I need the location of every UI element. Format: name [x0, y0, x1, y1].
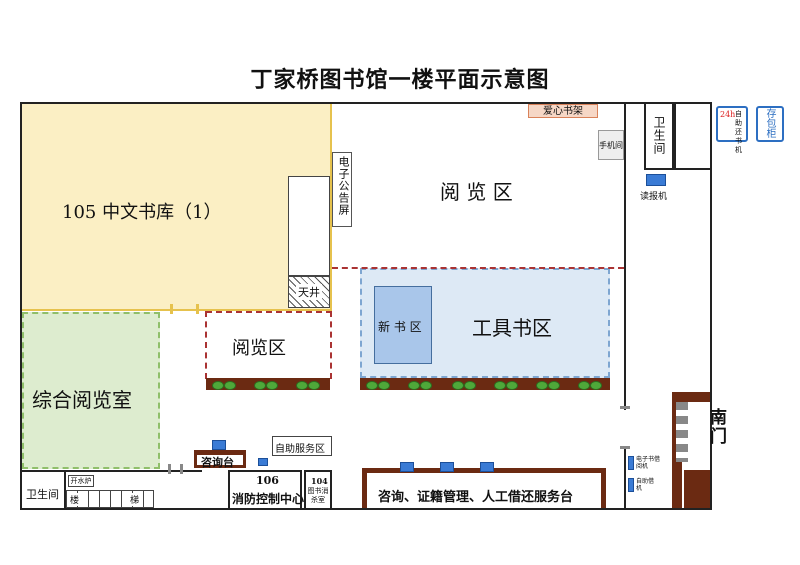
e-board [332, 152, 352, 227]
label-return-24h-tag: 24h [720, 110, 736, 119]
corridor-marker [620, 446, 630, 449]
gate-turnstiles [676, 402, 688, 462]
south-gate-door [684, 470, 710, 508]
label-reading-room: 综合阅览室 [32, 388, 132, 412]
restroom-divider [674, 104, 676, 170]
locker-box [756, 106, 784, 142]
boundary-small-reading-left [205, 311, 207, 379]
room-reading [22, 312, 160, 469]
e-book-machine-icon [628, 456, 634, 470]
stairs [66, 490, 154, 508]
self-service-monitor-icon [258, 458, 268, 466]
label-self-checkout: 自助借机 [636, 478, 655, 492]
label-self-service: 自助服务区 [275, 444, 325, 455]
service-monitor-icon [480, 462, 494, 472]
corridor-wall-lower [624, 448, 626, 508]
door-marker [196, 304, 199, 314]
label-restroom-left: 卫生间 [26, 488, 59, 501]
label-reading-area-small: 阅览区 [232, 338, 286, 359]
charity-shelf: 爱心书架 [528, 104, 598, 118]
label-return-24h: 自助还书机 [735, 110, 742, 154]
room-104 [304, 470, 332, 508]
label-e-board: 电子公告屏 [337, 156, 350, 216]
inquiry-desk [194, 450, 246, 468]
label-fire-control: 消防控制中心 [232, 492, 305, 506]
restroom-floor [674, 168, 710, 170]
restroom-left-divider [64, 470, 66, 510]
boundary-small-reading-right [330, 311, 332, 379]
label-atrium: 天井 [296, 284, 322, 300]
right-partition [624, 104, 626, 410]
inner-wall-bottom-left [22, 470, 202, 472]
corridor-marker [620, 406, 630, 409]
floor-plan-title: 丁家桥图书馆一楼平面示意图 [250, 67, 550, 93]
outer-wall-right [710, 102, 712, 510]
label-inquiry-desk: 咨询台 [201, 456, 234, 469]
service-monitor-icon [400, 462, 414, 472]
label-newspaper: 读报机 [640, 192, 668, 202]
label-chinese-stacks: 105 中文书库（1） [62, 202, 222, 223]
room-fire-control [228, 470, 302, 508]
outer-wall-top [20, 102, 712, 104]
corridor-marker [168, 464, 171, 474]
atrium-column [288, 176, 330, 276]
label-phone-room: 手机间 [599, 141, 623, 150]
newspaper-machine-icon [646, 174, 666, 186]
label-room-104-name: 图书消杀室 [307, 487, 329, 504]
phone-room [598, 130, 624, 160]
label-tools-area: 工具书区 [472, 316, 552, 340]
water-boiler: 开水炉 [68, 475, 94, 487]
room-new-books [374, 286, 432, 364]
label-e-book-machine: 电子书借阅机 [636, 456, 661, 470]
service-monitor-icon [440, 462, 454, 472]
room-chinese-stacks [22, 104, 332, 311]
planter-tools-area [360, 378, 610, 390]
inquiry-monitor-icon [212, 440, 226, 450]
boundary-small-reading-top [206, 311, 332, 313]
label-locker: 存包柜 [764, 108, 775, 138]
self-checkout-icon [628, 478, 634, 492]
label-fire-control-no: 106 [256, 474, 279, 487]
label-south-gate: 南门 [706, 408, 726, 446]
label-stairs-a: 楼 [70, 493, 80, 506]
planter-small-reading [206, 378, 330, 390]
label-restroom-right: 卫生间 [652, 116, 666, 155]
label-reading-area-big: 阅 览 区 [440, 180, 513, 204]
restroom-right [644, 104, 674, 170]
label-new-books: 新 书 区 [378, 320, 422, 334]
label-stairs-b: 梯 [130, 493, 140, 506]
self-service-area [272, 436, 332, 456]
door-marker [170, 304, 173, 314]
outer-wall-left [20, 102, 22, 510]
label-service-desk: 咨询、证籍管理、人工借还服务台 [378, 490, 574, 505]
boundary-tools-top [332, 267, 624, 269]
outer-wall-bottom [20, 508, 712, 510]
label-room-104-no: 104 [311, 476, 328, 486]
return-24h-box [716, 106, 748, 142]
corridor-marker [180, 464, 183, 474]
